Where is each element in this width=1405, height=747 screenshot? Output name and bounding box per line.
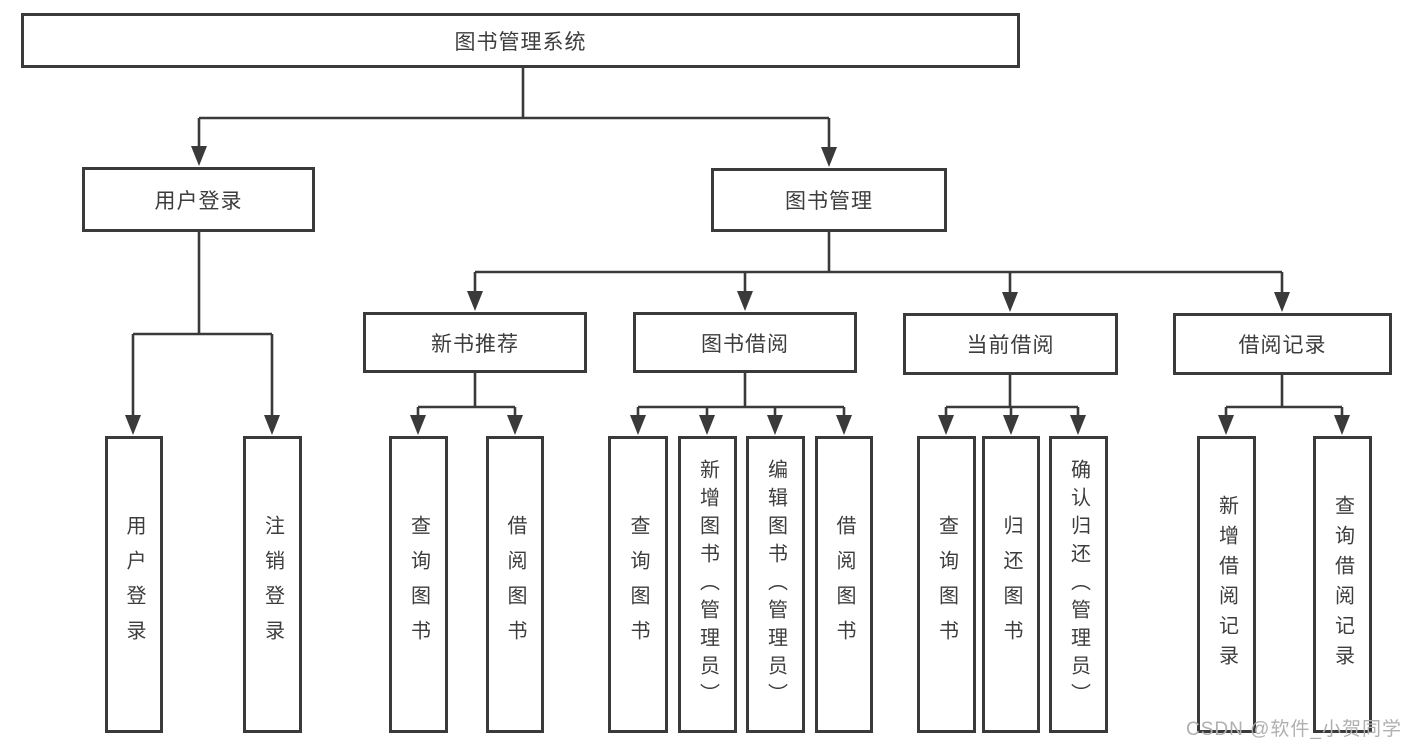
node-current-borrow-label: 当前借阅: [966, 334, 1055, 357]
node-new-book-recommend: 新书推荐: [363, 312, 587, 373]
node-user-login: 用户登录: [82, 167, 315, 232]
leaf-logout-label: 注销登录: [261, 514, 284, 655]
leaf-return-books: 归还图书: [982, 436, 1040, 733]
leaf-add-book-admin: 新增图书（管理员）: [678, 436, 737, 733]
leaf-borrow-query-books: 查询图书: [608, 436, 668, 733]
leaf-add-book-admin-label: 新增图书（管理员）: [696, 458, 719, 711]
connector-bookmgmt-to-level3: [473, 232, 1284, 296]
node-root: 图书管理系统: [21, 13, 1020, 68]
leaf-borrow-query-books-label: 查询图书: [627, 514, 649, 655]
node-user-login-label: 用户登录: [154, 189, 243, 213]
leaf-current-query-books-label: 查询图书: [935, 514, 958, 655]
connector-currentborrow-to-leaves: [944, 375, 1080, 419]
leaf-add-borrow-record-label: 新增借阅记录: [1215, 494, 1238, 675]
leaf-user-login: 用户登录: [105, 436, 163, 733]
leaf-return-books-label: 归还图书: [1000, 514, 1022, 655]
node-root-label: 图书管理系统: [454, 30, 587, 54]
leaf-newbooks-query-books: 查询图书: [389, 436, 448, 733]
leaf-edit-book-admin: 编辑图书（管理员）: [746, 436, 805, 733]
leaf-query-borrow-record-label: 查询借阅记录: [1331, 494, 1354, 675]
node-book-management-label: 图书管理: [785, 190, 873, 213]
connector-newbooks-to-leaves: [416, 373, 517, 419]
watermark: CSDN @软件_小贺同学: [1186, 719, 1402, 740]
leaf-user-login-label: 用户登录: [123, 514, 145, 655]
node-borrow-records: 借阅记录: [1173, 313, 1392, 375]
node-new-book-recommend-label: 新书推荐: [431, 332, 519, 356]
leaf-newbooks-query-books-label: 查询图书: [407, 514, 430, 655]
node-book-management: 图书管理: [711, 168, 947, 232]
leaf-current-query-books: 查询图书: [917, 436, 976, 733]
connector-userlogin-to-leaves: [131, 232, 274, 419]
node-borrow-records-label: 借阅记录: [1238, 334, 1327, 357]
node-book-borrow-label: 图书借阅: [701, 332, 789, 356]
connector-bookborrow-to-leaves: [636, 373, 846, 419]
leaf-newbooks-borrow-books-label: 借阅图书: [504, 514, 526, 655]
leaf-query-borrow-record: 查询借阅记录: [1313, 436, 1372, 733]
connector-root-to-level2: [197, 68, 831, 151]
leaf-confirm-return-admin-label: 确认归还（管理员）: [1067, 458, 1090, 711]
leaf-add-borrow-record: 新增借阅记录: [1197, 436, 1256, 733]
node-book-borrow: 图书借阅: [633, 312, 857, 373]
connector-borrowrecords-to-leaves: [1224, 375, 1344, 419]
leaf-borrow-books: 借阅图书: [815, 436, 873, 733]
leaf-confirm-return-admin: 确认归还（管理员）: [1049, 436, 1108, 733]
node-current-borrow: 当前借阅: [903, 313, 1118, 375]
leaf-newbooks-borrow-books: 借阅图书: [486, 436, 544, 733]
leaf-borrow-books-label: 借阅图书: [833, 514, 855, 655]
leaf-edit-book-admin-label: 编辑图书（管理员）: [764, 458, 787, 711]
leaf-logout: 注销登录: [243, 436, 302, 733]
